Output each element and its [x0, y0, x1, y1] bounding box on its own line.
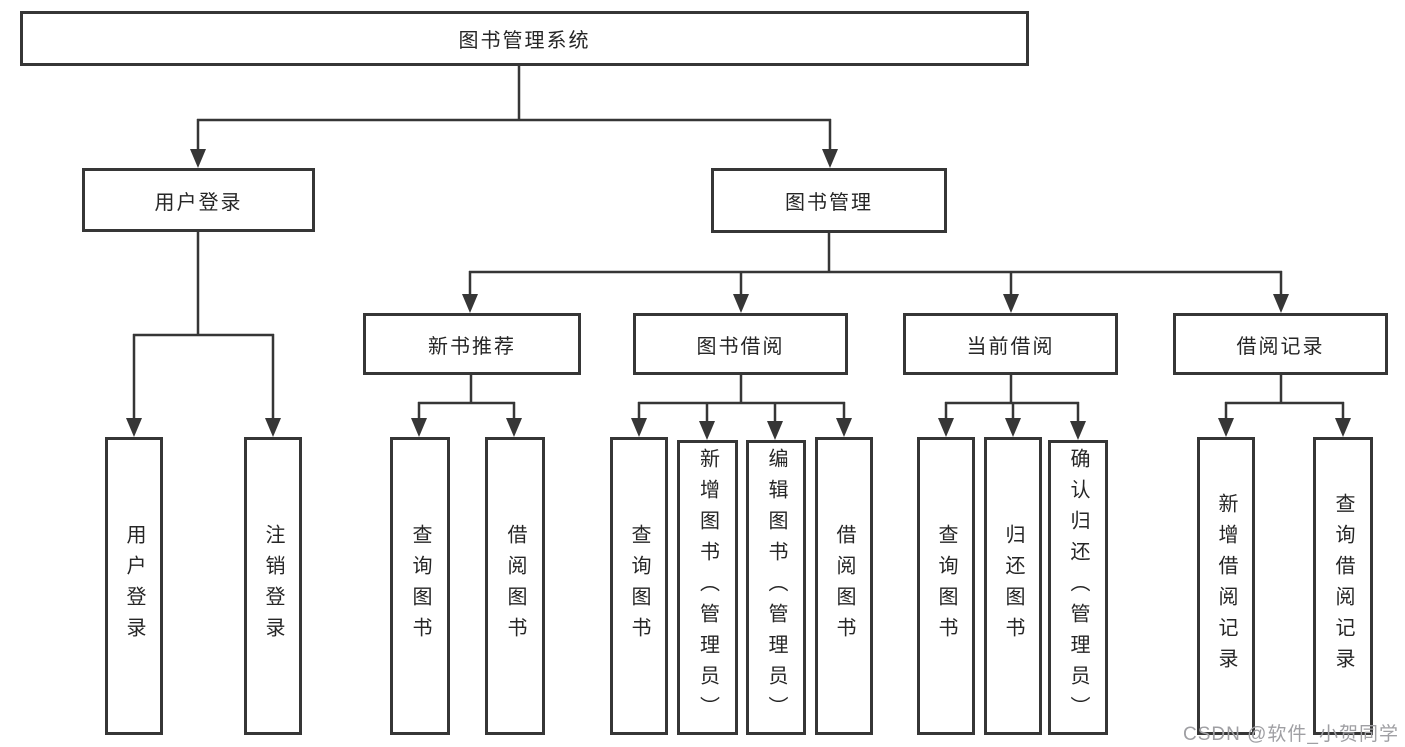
leaf-label: 用户登录: [123, 524, 145, 648]
connector-lines-path: [132, 66, 1345, 422]
node-label: 借阅记录: [1236, 335, 1325, 358]
leaf-label: 归还图书: [1002, 524, 1024, 648]
node-label: 图书管理系统: [458, 30, 591, 52]
node-library-management-system: 图书管理系统: [20, 11, 1029, 66]
leaf-add-book-admin: 新增图书（管理员）: [677, 440, 738, 735]
arrowhead-icons: [126, 149, 1351, 440]
leaf-confirm-return-admin: 确认归还（管理员）: [1048, 440, 1108, 735]
node-borrowing-records: 借阅记录: [1173, 313, 1388, 375]
node-book-management: 图书管理: [711, 168, 947, 233]
leaf-label: 确认归还（管理员）: [1067, 448, 1089, 727]
node-user-login: 用户登录: [82, 168, 315, 232]
leaf-logout: 注销登录: [244, 437, 302, 735]
node-current-borrowing: 当前借阅: [903, 313, 1118, 375]
leaf-label: 新增借阅记录: [1215, 493, 1237, 679]
leaf-label: 查询图书: [409, 524, 431, 648]
leaf-borrow-books-recommend: 借阅图书: [485, 437, 545, 735]
leaf-add-borrow-record: 新增借阅记录: [1197, 437, 1255, 735]
leaf-borrow-book: 借阅图书: [815, 437, 873, 735]
leaf-user-login: 用户登录: [105, 437, 163, 735]
leaf-label: 查询图书: [935, 524, 957, 648]
watermark: CSDN @软件_小贺同学: [1183, 724, 1399, 745]
leaf-query-borrow-record: 查询借阅记录: [1313, 437, 1373, 735]
leaf-query-books-borrowing: 查询图书: [610, 437, 668, 735]
leaf-query-books-current: 查询图书: [917, 437, 975, 735]
leaf-edit-book-admin: 编辑图书（管理员）: [746, 440, 806, 735]
node-label: 图书借阅: [696, 335, 785, 358]
leaf-label: 借阅图书: [833, 524, 855, 648]
leaf-label: 查询借阅记录: [1332, 493, 1354, 679]
leaf-label: 注销登录: [262, 524, 284, 648]
node-book-borrowing: 图书借阅: [633, 313, 848, 375]
node-label: 用户登录: [154, 191, 243, 214]
node-label: 当前借阅: [966, 335, 1055, 358]
node-new-book-recommend: 新书推荐: [363, 313, 581, 375]
node-label: 图书管理: [785, 192, 873, 214]
leaf-label: 编辑图书（管理员）: [765, 448, 787, 727]
leaf-return-book: 归还图书: [984, 437, 1042, 735]
leaf-label: 查询图书: [628, 524, 650, 648]
node-label: 新书推荐: [428, 335, 516, 358]
leaf-label: 新增图书（管理员）: [696, 448, 719, 727]
leaf-label: 借阅图书: [504, 524, 526, 648]
leaf-query-books-recommend: 查询图书: [390, 437, 450, 735]
